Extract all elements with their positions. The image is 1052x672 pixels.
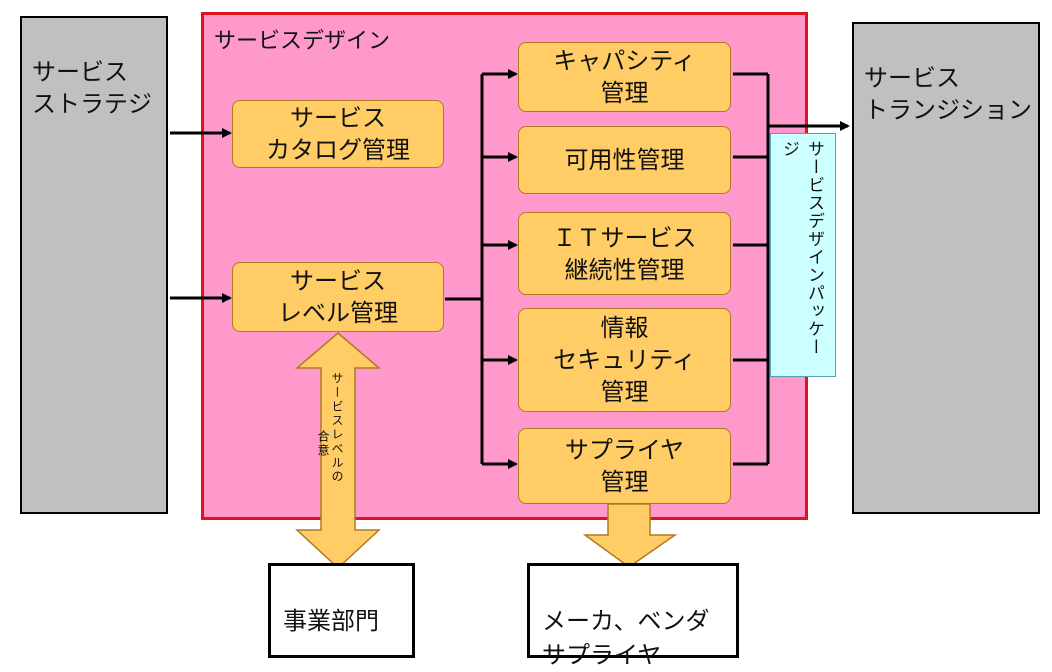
service-design-package: サービスデザインパッケージ	[770, 133, 836, 377]
it-service-continuity-management-label: ＩＴサービス 継続性管理	[552, 223, 697, 284]
service-transition-box: サービス トランジション	[852, 22, 1040, 514]
supplier-management-label: サプライヤ 管理	[564, 436, 685, 496]
it-service-continuity-management-box: ＩＴサービス 継続性管理	[518, 212, 731, 295]
service-design-title: サービスデザイン	[214, 29, 391, 54]
supplier-down-arrow	[582, 503, 678, 568]
agreement-label-col1: サービスレベルの	[330, 372, 344, 484]
service-transition-label: サービス トランジション	[864, 64, 1032, 124]
service-strategy-box: サービス ストラテジ	[20, 16, 168, 514]
availability-management-label: 可用性管理	[564, 146, 685, 174]
service-level-management-label: サービス レベル管理	[278, 267, 398, 327]
business-unit-box: 事業部門	[268, 563, 415, 658]
capacity-management-box: キャパシティ 管理	[518, 42, 731, 112]
capacity-management-label: キャパシティ 管理	[553, 47, 696, 107]
information-security-management-label: 情報 セキュリティ 管理	[553, 314, 696, 406]
vendor-supplier-box: メーカ、ベンダ サプライヤ	[527, 563, 739, 669]
service-level-management-box: サービス レベル管理	[232, 262, 444, 332]
service-catalog-management-box: サービス カタログ管理	[232, 100, 444, 168]
availability-management-box: 可用性管理	[518, 126, 731, 194]
service-strategy-label: サービス ストラテジ	[32, 58, 152, 118]
service-design-package-label: サービスデザインパッケージ	[779, 140, 824, 356]
information-security-management-box: 情報 セキュリティ 管理	[518, 308, 731, 412]
service-catalog-management-label: サービス カタログ管理	[266, 104, 410, 164]
agreement-label-col2: 合意	[316, 430, 330, 458]
supplier-management-box: サプライヤ 管理	[518, 428, 731, 504]
business-unit-label: 事業部門	[283, 607, 379, 635]
